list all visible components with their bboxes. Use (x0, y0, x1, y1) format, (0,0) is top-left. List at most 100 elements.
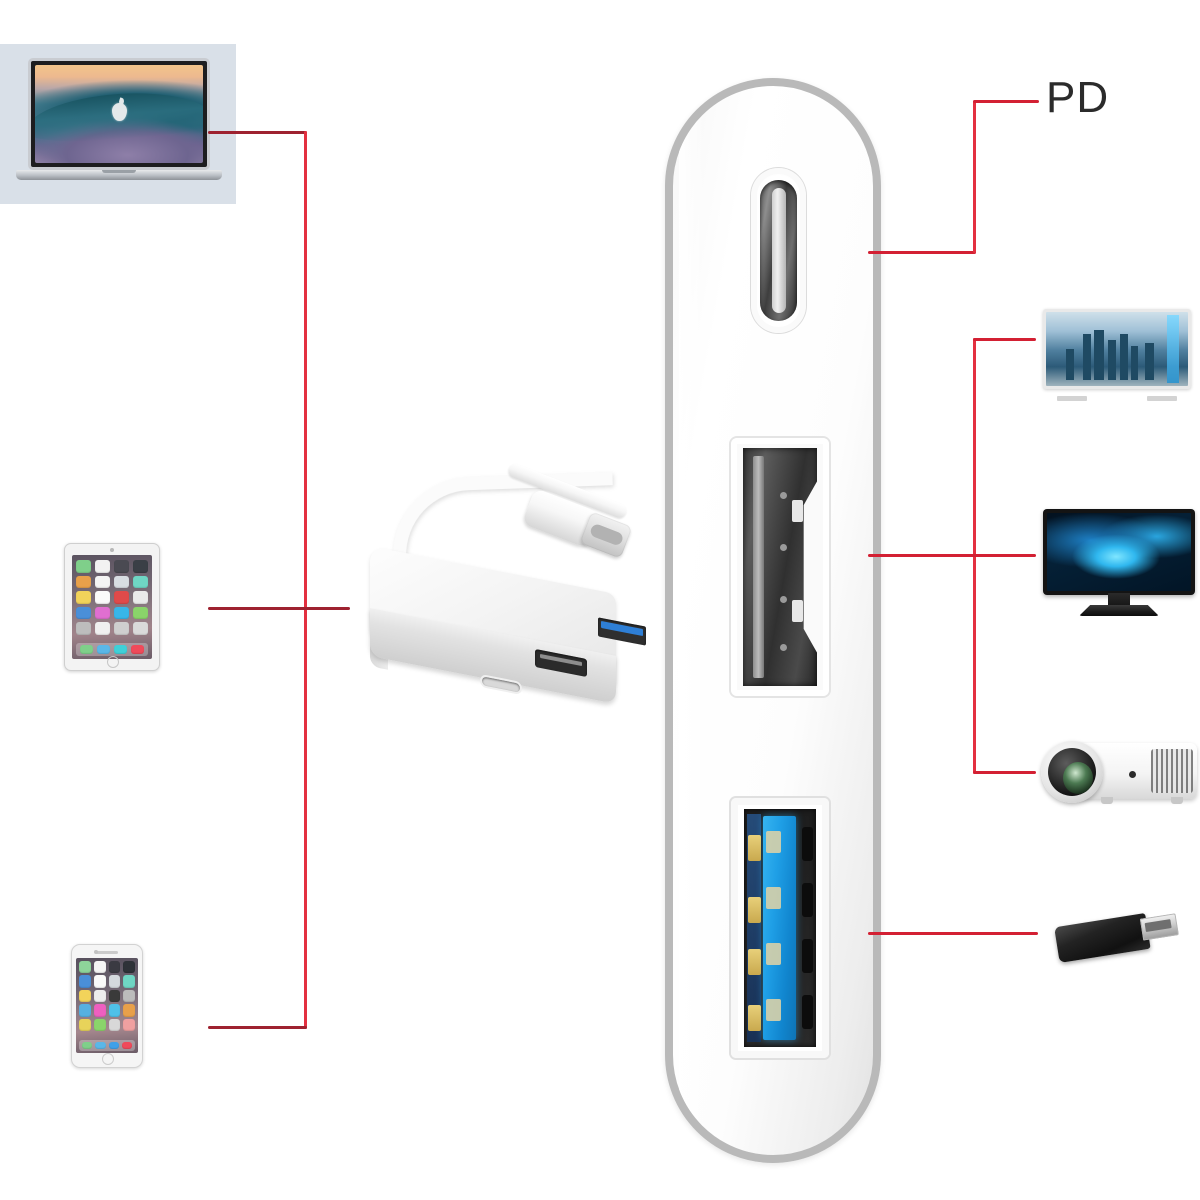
tablet-icon (64, 543, 160, 671)
tablet-app-icon-11[interactable] (114, 591, 129, 604)
phone-app-icon-11[interactable] (108, 989, 121, 1003)
phone-app-icon-8[interactable] (123, 975, 135, 988)
phone-camera-icon (94, 950, 98, 954)
phone-app-icon-18[interactable] (93, 1018, 106, 1032)
phone-app-icon-13[interactable] (79, 1004, 91, 1017)
tablet-dock-icon-3[interactable] (114, 645, 127, 654)
phone-app-icon-20[interactable] (123, 1018, 135, 1032)
phone-screen (76, 958, 138, 1053)
phone-app-icon-2[interactable] (93, 961, 106, 974)
tablet-app-icon-6[interactable] (95, 575, 110, 589)
tablet-dock (76, 643, 148, 656)
connector-line-monitor (868, 554, 1036, 557)
laptop-lid (28, 58, 210, 170)
tablet-home-button[interactable] (107, 656, 119, 668)
city-building-3 (1108, 340, 1116, 381)
phone-home-button[interactable] (102, 1053, 114, 1065)
tablet-app-icon-9[interactable] (76, 591, 91, 604)
apple-logo-icon (112, 103, 127, 122)
tablet-app-icon-4[interactable] (133, 560, 148, 573)
phone-app-icon-15[interactable] (108, 1004, 121, 1017)
tablet-dock-icon-1[interactable] (80, 645, 93, 654)
phone-app-icon-19[interactable] (108, 1018, 121, 1032)
tablet-app-icon-17[interactable] (76, 622, 91, 635)
phone-dock-icon-4[interactable] (121, 1042, 132, 1049)
port-face-closeup (665, 78, 881, 1163)
phone-dock-icon-3[interactable] (108, 1042, 119, 1049)
phone-app-icon-17[interactable] (79, 1018, 91, 1032)
usb-c-hub-icon (370, 462, 660, 724)
projector-lens-outer (1041, 741, 1103, 803)
closeup-inner-surface (673, 86, 873, 1155)
tablet-camera-icon (110, 548, 114, 552)
projector-vent-grille (1151, 749, 1193, 793)
phone-app-icon-9[interactable] (79, 989, 91, 1003)
phone-speaker-icon (96, 951, 118, 954)
phone-body (71, 944, 143, 1068)
hdmi-pin-lower (792, 600, 803, 622)
tablet-app-icon-10[interactable] (95, 591, 110, 604)
laptop-icon (0, 44, 236, 204)
phone-app-icon-1[interactable] (79, 961, 91, 974)
city-building-7 (1145, 343, 1154, 381)
tablet-app-icon-8[interactable] (133, 575, 148, 589)
phone-dock-icon-2[interactable] (95, 1042, 106, 1049)
tablet-app-icon-2[interactable] (95, 560, 110, 573)
usb-flash-drive-icon (1054, 903, 1186, 965)
projector-icon (1041, 733, 1197, 817)
monitor-screen (1047, 513, 1191, 591)
usb-a-side-wall (746, 813, 762, 1043)
hdmi-port-closeup-icon (731, 438, 829, 696)
projector-body (1063, 743, 1197, 799)
laptop-screen-wallpaper (35, 65, 203, 163)
tablet-dock-icon-2[interactable] (97, 645, 110, 654)
tablet-app-icon-18[interactable] (95, 622, 110, 635)
usb-gap-4 (801, 995, 814, 1029)
city-building-6 (1065, 349, 1075, 381)
phone-app-icon-10[interactable] (93, 989, 106, 1003)
usb-drive-body (1054, 912, 1151, 963)
phone-app-icon-14[interactable] (93, 1004, 106, 1017)
usb-c-port-cavity (760, 180, 797, 321)
monitor-stand-neck (1108, 593, 1130, 607)
usb-contact-1 (748, 835, 761, 861)
tablet-app-icon-20[interactable] (133, 622, 148, 635)
phone-app-icon-4[interactable] (123, 961, 135, 974)
smartphone-icon (71, 944, 143, 1068)
connector-line-usb-drive (868, 932, 1038, 935)
phone-app-icon-7[interactable] (108, 975, 121, 988)
usb-drive-connector (1139, 913, 1179, 941)
phone-app-icon-16[interactable] (123, 1004, 135, 1017)
tablet-app-icon-19[interactable] (114, 622, 129, 635)
tablet-dock-icon-4[interactable] (131, 645, 144, 654)
phone-app-icon-6[interactable] (93, 975, 106, 988)
connector-line-projector (973, 771, 1036, 774)
tablet-app-icon-16[interactable] (133, 606, 148, 620)
tablet-app-icon-14[interactable] (95, 606, 110, 620)
phone-dock-icon-1[interactable] (82, 1042, 93, 1049)
hdmi-dot-1 (780, 492, 787, 499)
projector-foot-left (1101, 797, 1113, 804)
usb-notch-3 (765, 943, 782, 965)
laptop-notch (102, 170, 136, 173)
tablet-app-icon-7[interactable] (114, 575, 129, 589)
tablet-app-icon-1[interactable] (76, 560, 91, 573)
tablet-app-icon-12[interactable] (133, 591, 148, 604)
city-building-2 (1094, 329, 1105, 381)
tablet-app-icon-13[interactable] (76, 606, 91, 620)
tablet-app-icon-15[interactable] (114, 606, 129, 620)
tv-foot-left (1057, 396, 1087, 401)
closeup-highlight (679, 96, 705, 1145)
connector-line-pd-lower (868, 251, 976, 254)
monitor-frame (1043, 509, 1195, 595)
phone-app-icon-5[interactable] (79, 975, 91, 988)
monitor-icon (1043, 509, 1195, 621)
connector-riser-pd (973, 101, 976, 253)
phone-app-icon-12[interactable] (123, 989, 135, 1003)
phone-app-icon-3[interactable] (108, 961, 121, 974)
usb-gap-2 (801, 883, 814, 917)
tablet-app-icon-5[interactable] (76, 575, 91, 589)
tablet-app-icon-3[interactable] (114, 560, 129, 573)
laptop-base (16, 170, 222, 180)
